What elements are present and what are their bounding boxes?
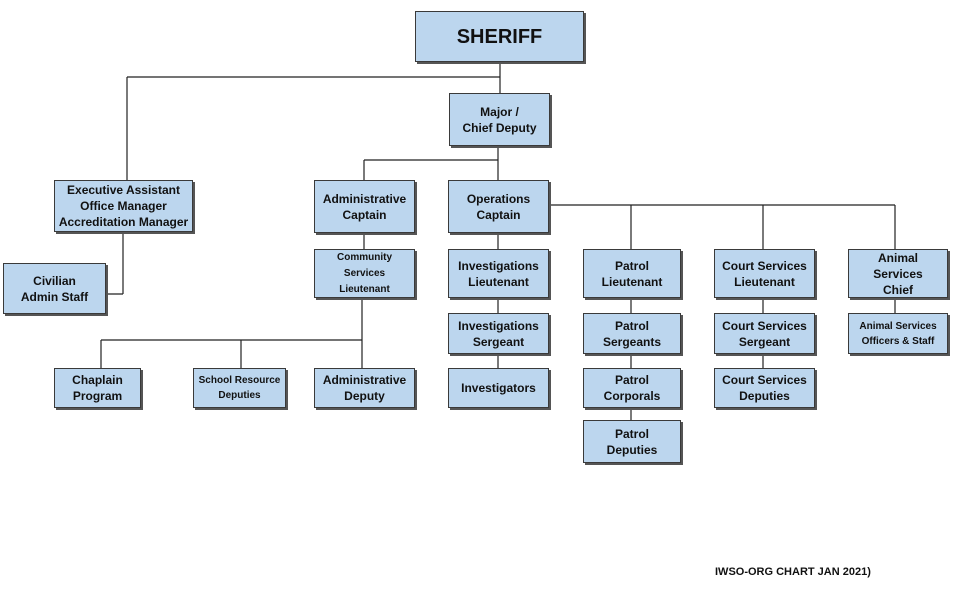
operations-captain-box: Operations Captain [448,180,549,233]
animal-services-staff-box: Animal Services Officers & Staff [848,313,948,354]
investigations-sergeant-box: Investigations Sergeant [448,313,549,354]
community-services-lieutenant-label: Community Services Lieutenant [337,251,392,295]
investigations-sergeant-label: Investigations Sergeant [458,318,539,349]
community-services-lieutenant-box: Community Services Lieutenant [314,249,415,298]
court-services-deputies-label: Court Services Deputies [722,373,807,403]
patrol-lieutenant-label: Patrol Lieutenant [601,258,663,289]
sheriff-label: SHERIFF [456,25,543,48]
executive-assistant-label: Executive Assistant Office Manager Accre… [58,183,189,229]
court-services-lieutenant-label: Court Services Lieutenant [722,258,807,289]
school-resource-deputies-box: School Resource Deputies [193,368,286,408]
administrative-deputy-box: Administrative Deputy [314,368,415,408]
investigations-lieutenant-box: Investigations Lieutenant [448,249,549,298]
civilian-admin-staff-label: Civilian Admin Staff [20,273,89,304]
patrol-corporals-label: Patrol Corporals [603,373,661,403]
investigators-label: Investigators [461,381,536,395]
patrol-sergeants-box: Patrol Sergeants [583,313,681,354]
court-services-sergeant-label: Court Services Sergeant [722,318,807,349]
animal-services-chief-label: Animal Services Chief [873,250,923,297]
court-services-lieutenant-box: Court Services Lieutenant [714,249,815,298]
investigators-box: Investigators [448,368,549,408]
patrol-corporals-box: Patrol Corporals [583,368,681,408]
animal-services-chief-box: Animal Services Chief [848,249,948,298]
animal-services-staff-label: Animal Services Officers & Staff [859,320,937,347]
chart-footer-caption: IWSO-ORG CHART JAN 2021) [715,566,871,578]
chief-deputy-box: Major / Chief Deputy [449,93,550,146]
court-services-sergeant-box: Court Services Sergeant [714,313,815,354]
administrative-deputy-label: Administrative Deputy [322,373,407,403]
executive-assistant-box: Executive Assistant Office Manager Accre… [54,180,193,232]
operations-captain-label: Operations Captain [466,191,531,222]
administrative-captain-box: Administrative Captain [314,180,415,233]
patrol-sergeants-label: Patrol Sergeants [602,318,662,349]
civilian-admin-staff-box: Civilian Admin Staff [3,263,106,314]
patrol-deputies-label: Patrol Deputies [606,426,658,457]
chaplain-program-box: Chaplain Program [54,368,141,408]
investigations-lieutenant-label: Investigations Lieutenant [458,258,539,289]
school-resource-deputies-label: School Resource Deputies [198,375,281,401]
court-services-deputies-box: Court Services Deputies [714,368,815,408]
administrative-captain-label: Administrative Captain [322,191,407,222]
sheriff-box: SHERIFF [415,11,584,62]
patrol-lieutenant-box: Patrol Lieutenant [583,249,681,298]
chief-deputy-label: Major / Chief Deputy [462,104,537,135]
chaplain-program-label: Chaplain Program [72,373,123,403]
patrol-deputies-box: Patrol Deputies [583,420,681,463]
